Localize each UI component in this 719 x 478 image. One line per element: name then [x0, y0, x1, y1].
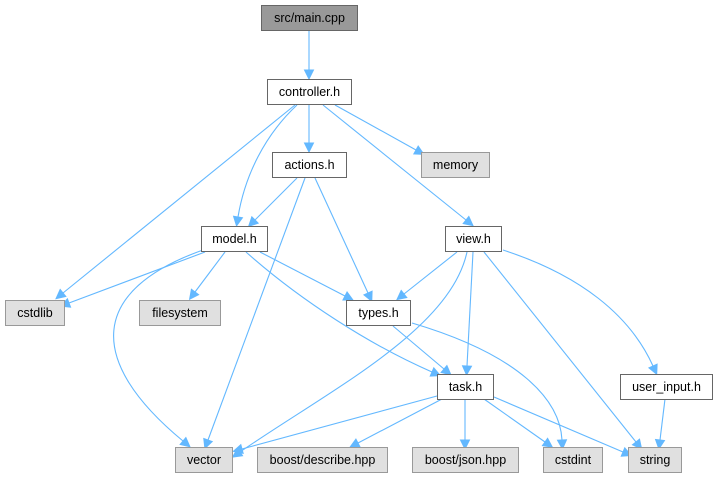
arrowhead-icon — [342, 291, 354, 301]
edge-model-to-filesystem — [188, 251, 226, 301]
node-main[interactable]: src/main.cpp — [261, 5, 358, 31]
arrowhead-icon — [55, 288, 67, 300]
edge-main-to-controller — [303, 31, 315, 81]
edge-view-to-string — [483, 251, 643, 450]
edge-controller-to-cstdlib — [55, 104, 296, 300]
arrowhead-icon — [179, 436, 191, 448]
edge-model-to-cstdlib — [59, 251, 206, 308]
arrowhead-icon — [396, 289, 408, 301]
edge-model-to-task — [245, 251, 442, 377]
arrowhead-icon — [440, 364, 452, 376]
node-controller[interactable]: controller.h — [267, 79, 352, 105]
arrowhead-icon — [247, 215, 260, 228]
edge-view-to-types — [396, 251, 458, 301]
node-json: boost/json.hpp — [412, 447, 519, 473]
node-cstdlib: cstdlib — [5, 300, 65, 326]
edge-task-to-describe — [349, 398, 443, 448]
edge-controller-to-actions — [303, 105, 315, 154]
edge-model-to-vector — [113, 249, 204, 448]
arrowhead-icon — [647, 363, 658, 376]
arrowhead-icon — [654, 438, 666, 451]
node-model[interactable]: model.h — [201, 226, 268, 252]
arrowhead-icon — [541, 437, 554, 448]
arrowhead-icon — [203, 437, 214, 450]
edge-actions-to-model — [247, 177, 298, 228]
arrowhead-icon — [232, 443, 244, 454]
node-vector: vector — [175, 447, 233, 473]
edge-task-to-vector — [232, 395, 438, 454]
edge-controller-to-memory — [334, 104, 425, 155]
arrowhead-icon — [349, 438, 361, 448]
arrowhead-icon — [303, 142, 315, 154]
edge-view-to-vector — [231, 251, 468, 458]
arrowhead-icon — [188, 288, 200, 301]
node-task[interactable]: task.h — [437, 374, 494, 400]
edge-view-to-user_input — [502, 249, 658, 376]
node-string: string — [628, 447, 682, 473]
edge-task-to-json — [459, 399, 471, 451]
arrowhead-icon — [556, 439, 568, 451]
edge-task-to-cstdint — [483, 398, 554, 448]
arrowhead-icon — [631, 438, 643, 450]
node-filesystem: filesystem — [139, 300, 221, 326]
edge-types-to-task — [392, 325, 452, 376]
edge-controller-to-view — [322, 104, 474, 227]
edge-controller-to-model — [232, 104, 298, 227]
arrowhead-icon — [459, 439, 471, 451]
node-user-input[interactable]: user_input.h — [620, 374, 713, 400]
node-memory: memory — [421, 152, 490, 178]
edge-actions-to-vector — [203, 177, 306, 450]
node-actions[interactable]: actions.h — [272, 152, 347, 178]
edge-user_input-to-string — [654, 398, 666, 451]
arrowhead-icon — [461, 365, 473, 377]
arrowhead-icon — [462, 215, 474, 227]
node-view[interactable]: view.h — [445, 226, 502, 252]
edge-actions-to-types — [314, 177, 373, 303]
node-describe: boost/describe.hpp — [257, 447, 388, 473]
arrowhead-icon — [303, 69, 315, 81]
arrowhead-icon — [232, 215, 244, 227]
edge-view-to-task — [461, 251, 474, 377]
arrowhead-icon — [362, 290, 373, 303]
node-types[interactable]: types.h — [346, 300, 411, 326]
node-cstdint: cstdint — [543, 447, 603, 473]
